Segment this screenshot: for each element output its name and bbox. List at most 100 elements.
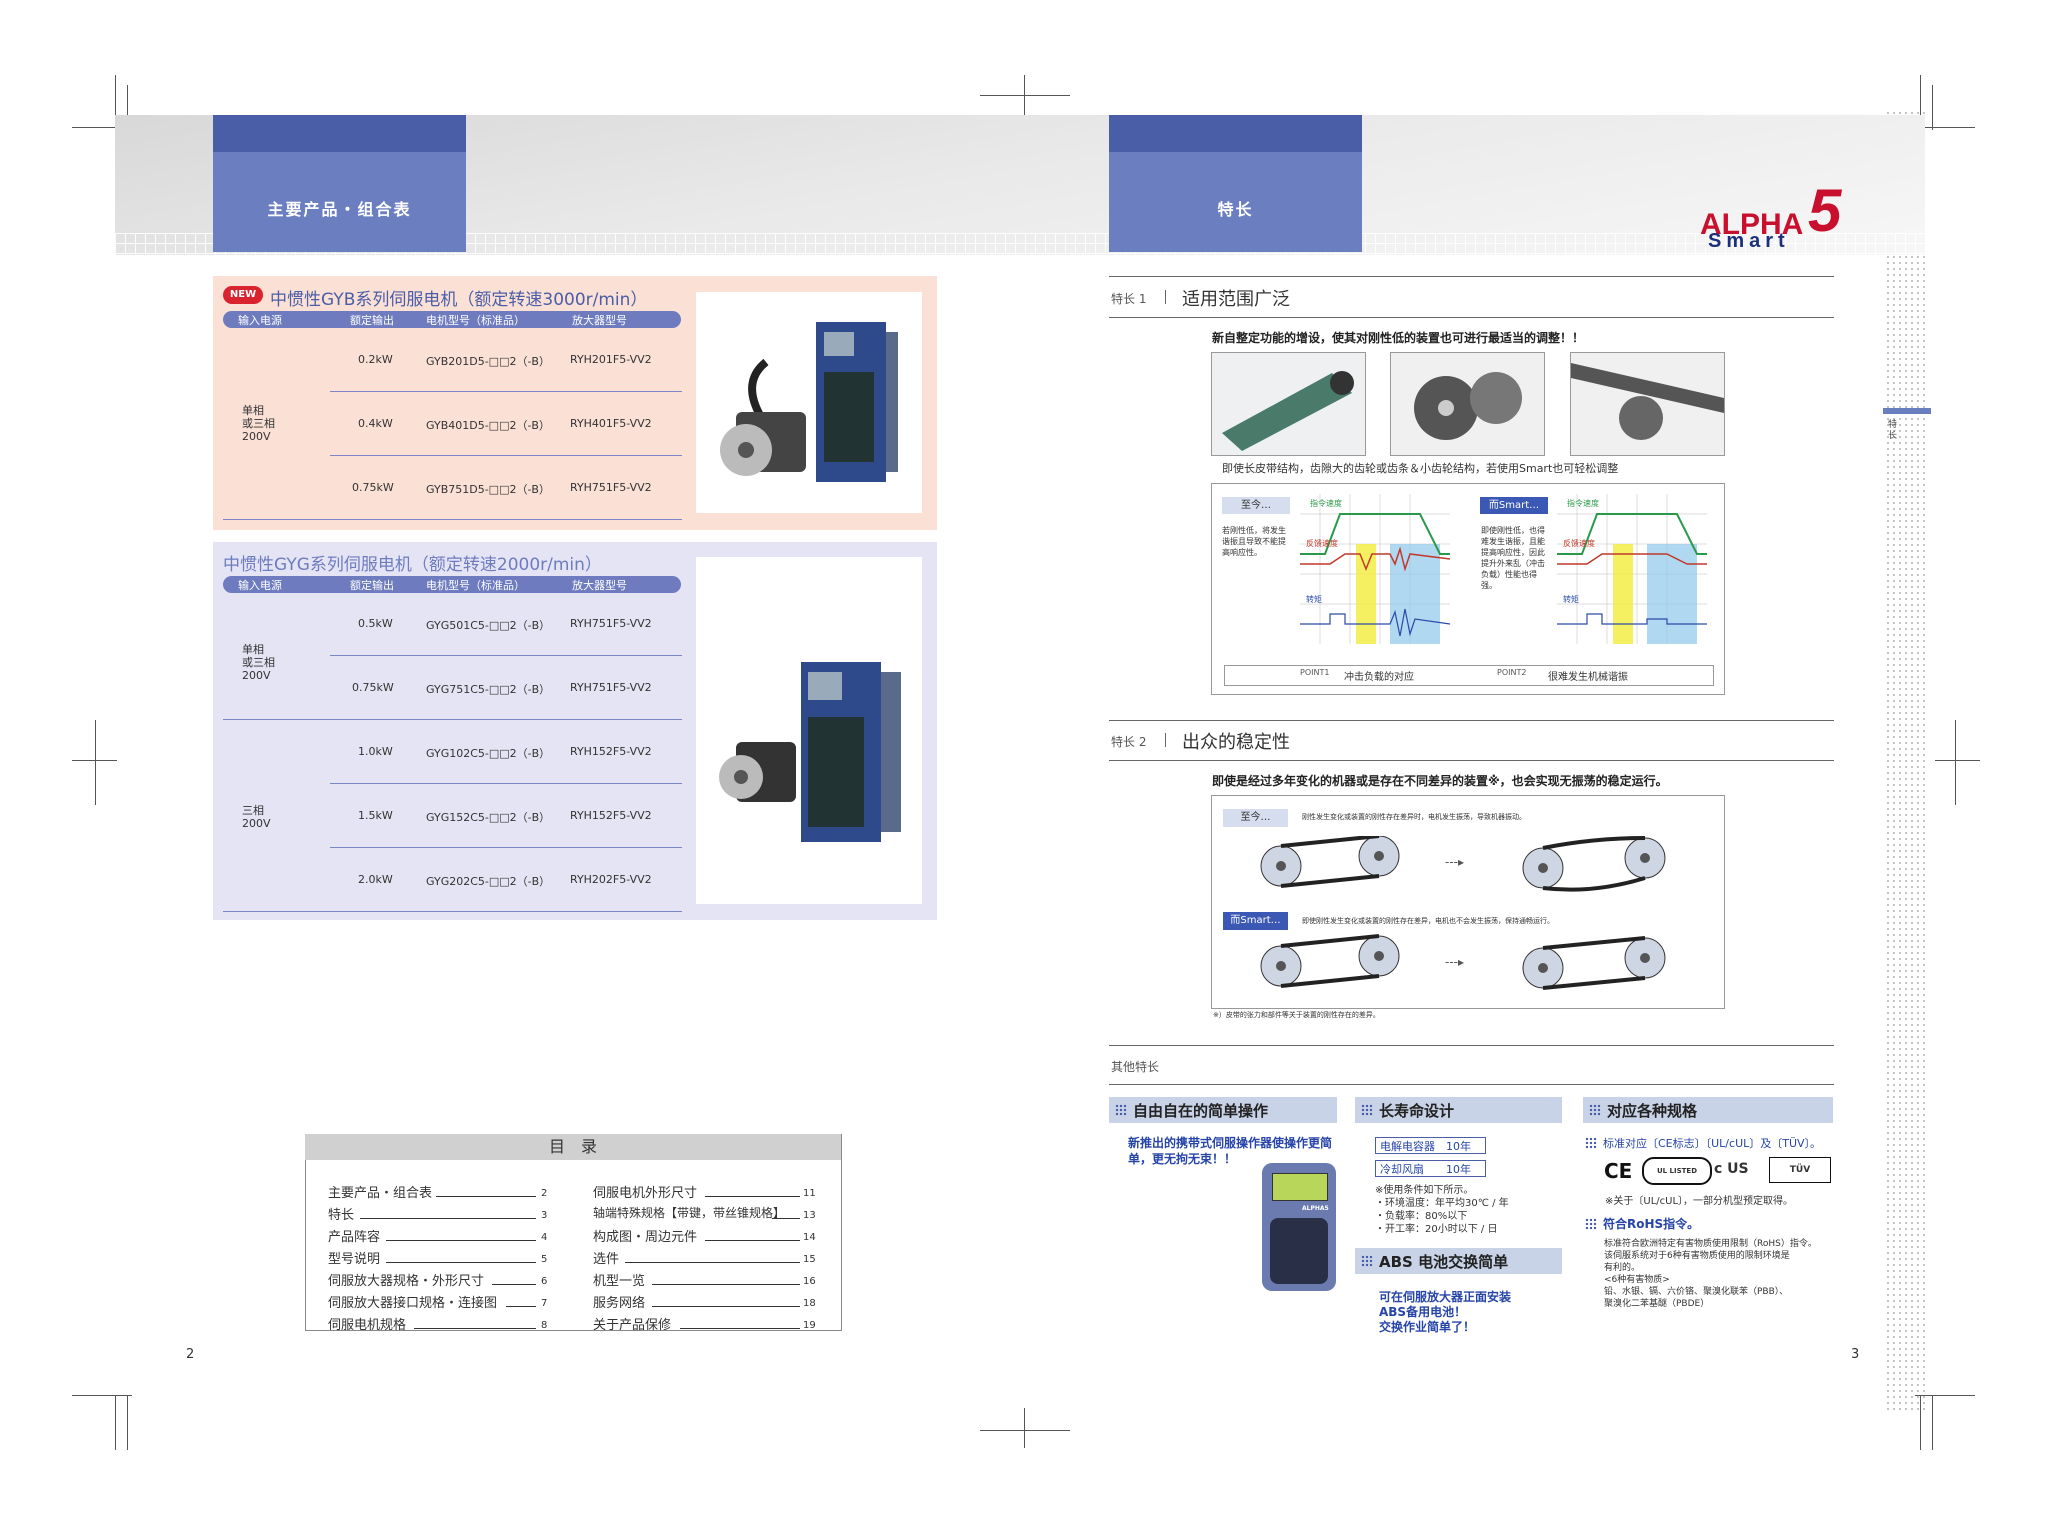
ce-mark: CE	[1604, 1159, 1633, 1183]
section-rule	[1109, 276, 1834, 277]
gyb-amp-2: RYH751F5-VV2	[570, 481, 652, 494]
point1-tag: POINT1	[1300, 668, 1330, 677]
keypad-buttons	[1270, 1218, 1328, 1284]
after-tag: 而Smart…	[1480, 497, 1548, 514]
toc-item[interactable]: 伺服放大器规格・外形尺寸	[328, 1274, 485, 1289]
section-rule	[1109, 1084, 1834, 1085]
abs-title: ABS 电池交换简单	[1379, 1253, 1509, 1271]
toc-item[interactable]: 型号说明	[328, 1252, 381, 1267]
svg-text:指令速度: 指令速度	[1567, 498, 1599, 508]
crop-mark	[127, 85, 128, 130]
side-tab-label: 特长	[1888, 420, 1898, 441]
toc-page: 8	[541, 1320, 548, 1331]
keypad-device: ALPHA5	[1262, 1163, 1336, 1291]
abs-text-1: ABS备用电池！	[1379, 1305, 1467, 1319]
logo-five: 5	[1808, 177, 1842, 244]
toc-item[interactable]: 主要产品・组合表	[328, 1186, 433, 1201]
gyb-motor-1: GYB401D5-□□2（-B）	[426, 419, 550, 432]
dot-icon	[1589, 1104, 1601, 1116]
abs-text-0: 可在伺服放大器正面安装	[1379, 1290, 1512, 1304]
dot-icon	[1585, 1218, 1597, 1230]
toc-item[interactable]: 选件	[593, 1252, 620, 1267]
label-separator	[1165, 290, 1166, 304]
gyb-title: 中惯性GYB系列伺服电机（额定转速3000r/min）	[270, 290, 648, 310]
toc-item[interactable]: 轴端特殊规格【带键，带丝锥规格】	[593, 1206, 786, 1220]
toc-item[interactable]: 特长	[328, 1208, 355, 1223]
gyg-th-power: 输入电源	[238, 579, 282, 592]
crop-mark	[72, 127, 132, 128]
feature1-caption: 即使长皮带结构，齿隙大的齿轮或齿条＆小齿轮结构，若使用Smart也可轻松调整	[1222, 462, 1619, 475]
toc-leader	[360, 1218, 536, 1219]
gyg-out-0: 0.5kW	[358, 617, 393, 630]
section-rule	[1109, 317, 1834, 318]
toc-leader	[436, 1196, 536, 1197]
gyg-motor-0: GYG501C5-□□2（-B）	[426, 619, 551, 632]
standards-title: 对应各种规格	[1607, 1102, 1698, 1120]
longlife-title: 长寿命设计	[1379, 1102, 1455, 1120]
nav-features-label: 特长	[1217, 200, 1254, 219]
crop-mark	[72, 1395, 132, 1396]
before-tag-2: 至今…	[1223, 809, 1288, 827]
crop-mark	[72, 760, 117, 761]
row-divider	[330, 847, 682, 848]
toc-page: 4	[541, 1232, 548, 1243]
gyb-amp-1: RYH401F5-VV2	[570, 417, 652, 430]
gear-photo	[1390, 352, 1545, 456]
edge-dot-pattern	[1885, 110, 1927, 1410]
toc-item[interactable]: 伺服放大器接口规格・连接图	[328, 1296, 498, 1311]
rohs-title: 符合RoHS指令。	[1603, 1217, 1700, 1231]
crop-mark	[980, 95, 1070, 96]
crop-mark	[1932, 1395, 1933, 1450]
toc-item[interactable]: 产品阵容	[328, 1230, 381, 1245]
toc-item[interactable]: 服务网络	[593, 1296, 646, 1311]
feature1-lead: 新自整定功能的增设，使其对刚性低的装置也可进行最适当的调整！！	[1212, 331, 1585, 345]
before-tag: 至今…	[1222, 497, 1290, 514]
point2-tag: POINT2	[1497, 668, 1527, 677]
nav-products-label: 主要产品・组合表	[267, 200, 412, 219]
toc-item[interactable]: 伺服电机规格	[328, 1318, 407, 1333]
crop-mark	[115, 1395, 116, 1450]
standards-line: 标准对应〔CE标志〕〔UL/cUL〕及〔TÜV〕。	[1603, 1137, 1822, 1150]
toc-item[interactable]: 构成图・周边元件	[593, 1230, 698, 1245]
toc-page: 6	[541, 1276, 548, 1287]
crop-mark	[1024, 1408, 1025, 1448]
abs-text-2: 交换作业简单了！	[1379, 1320, 1476, 1334]
gyb-out-2: 0.75kW	[352, 481, 394, 494]
toc-item[interactable]: 伺服电机外形尺寸	[593, 1186, 698, 1201]
toc-leader	[652, 1306, 800, 1307]
life-note-0: ※使用条件如下所示。	[1375, 1185, 1474, 1196]
crop-mark	[1915, 1395, 1975, 1396]
toc-page: 19	[803, 1320, 816, 1331]
row-divider	[330, 783, 682, 784]
row-divider	[330, 655, 682, 656]
toc-page: 15	[803, 1254, 816, 1265]
keypad-screen	[1272, 1173, 1328, 1201]
gyg-amp-0: RYH751F5-VV2	[570, 617, 652, 630]
before-waveform: 指令速度 反馈速度 转矩	[1300, 494, 1450, 644]
gyg-motor-3: GYG152C5-□□2（-B）	[426, 811, 551, 824]
toc-leader	[772, 1218, 800, 1219]
toc-leader	[680, 1328, 800, 1329]
feature-head-abs: ABS 电池交换简单	[1355, 1248, 1562, 1274]
toc-leader	[506, 1306, 536, 1307]
crop-mark	[1935, 760, 1980, 761]
after-tag-2: 而Smart…	[1223, 912, 1288, 930]
svg-text:指令速度: 指令速度	[1310, 498, 1342, 508]
nav-products[interactable]: 主要产品・组合表	[213, 115, 466, 252]
logo-smart: Smart	[1708, 230, 1790, 252]
toc-box	[305, 1134, 842, 1331]
nav-features[interactable]: 特长	[1109, 115, 1362, 252]
dot-icon	[1361, 1255, 1373, 1267]
belt-photo	[1211, 352, 1366, 456]
toc-item[interactable]: 关于产品保修	[593, 1318, 672, 1333]
life-note-3: ・开工率：20小时以下 / 日	[1375, 1224, 1498, 1235]
side-tab-bar	[1883, 408, 1931, 414]
rohs-text-1: 该伺服系统对于6种有害物质使用的限制环境是	[1604, 1251, 1790, 1261]
toc-item[interactable]: 机型一览	[593, 1274, 646, 1289]
crop-mark	[127, 1395, 128, 1450]
gyb-th-power: 输入电源	[238, 314, 282, 327]
new-badge: NEW	[223, 286, 263, 304]
feature1-title: 适用范围广泛	[1182, 289, 1290, 310]
fan-life: 冷却风扇 10年	[1375, 1160, 1486, 1177]
gyg-power-1: 单相 或三相 200V	[242, 643, 275, 682]
